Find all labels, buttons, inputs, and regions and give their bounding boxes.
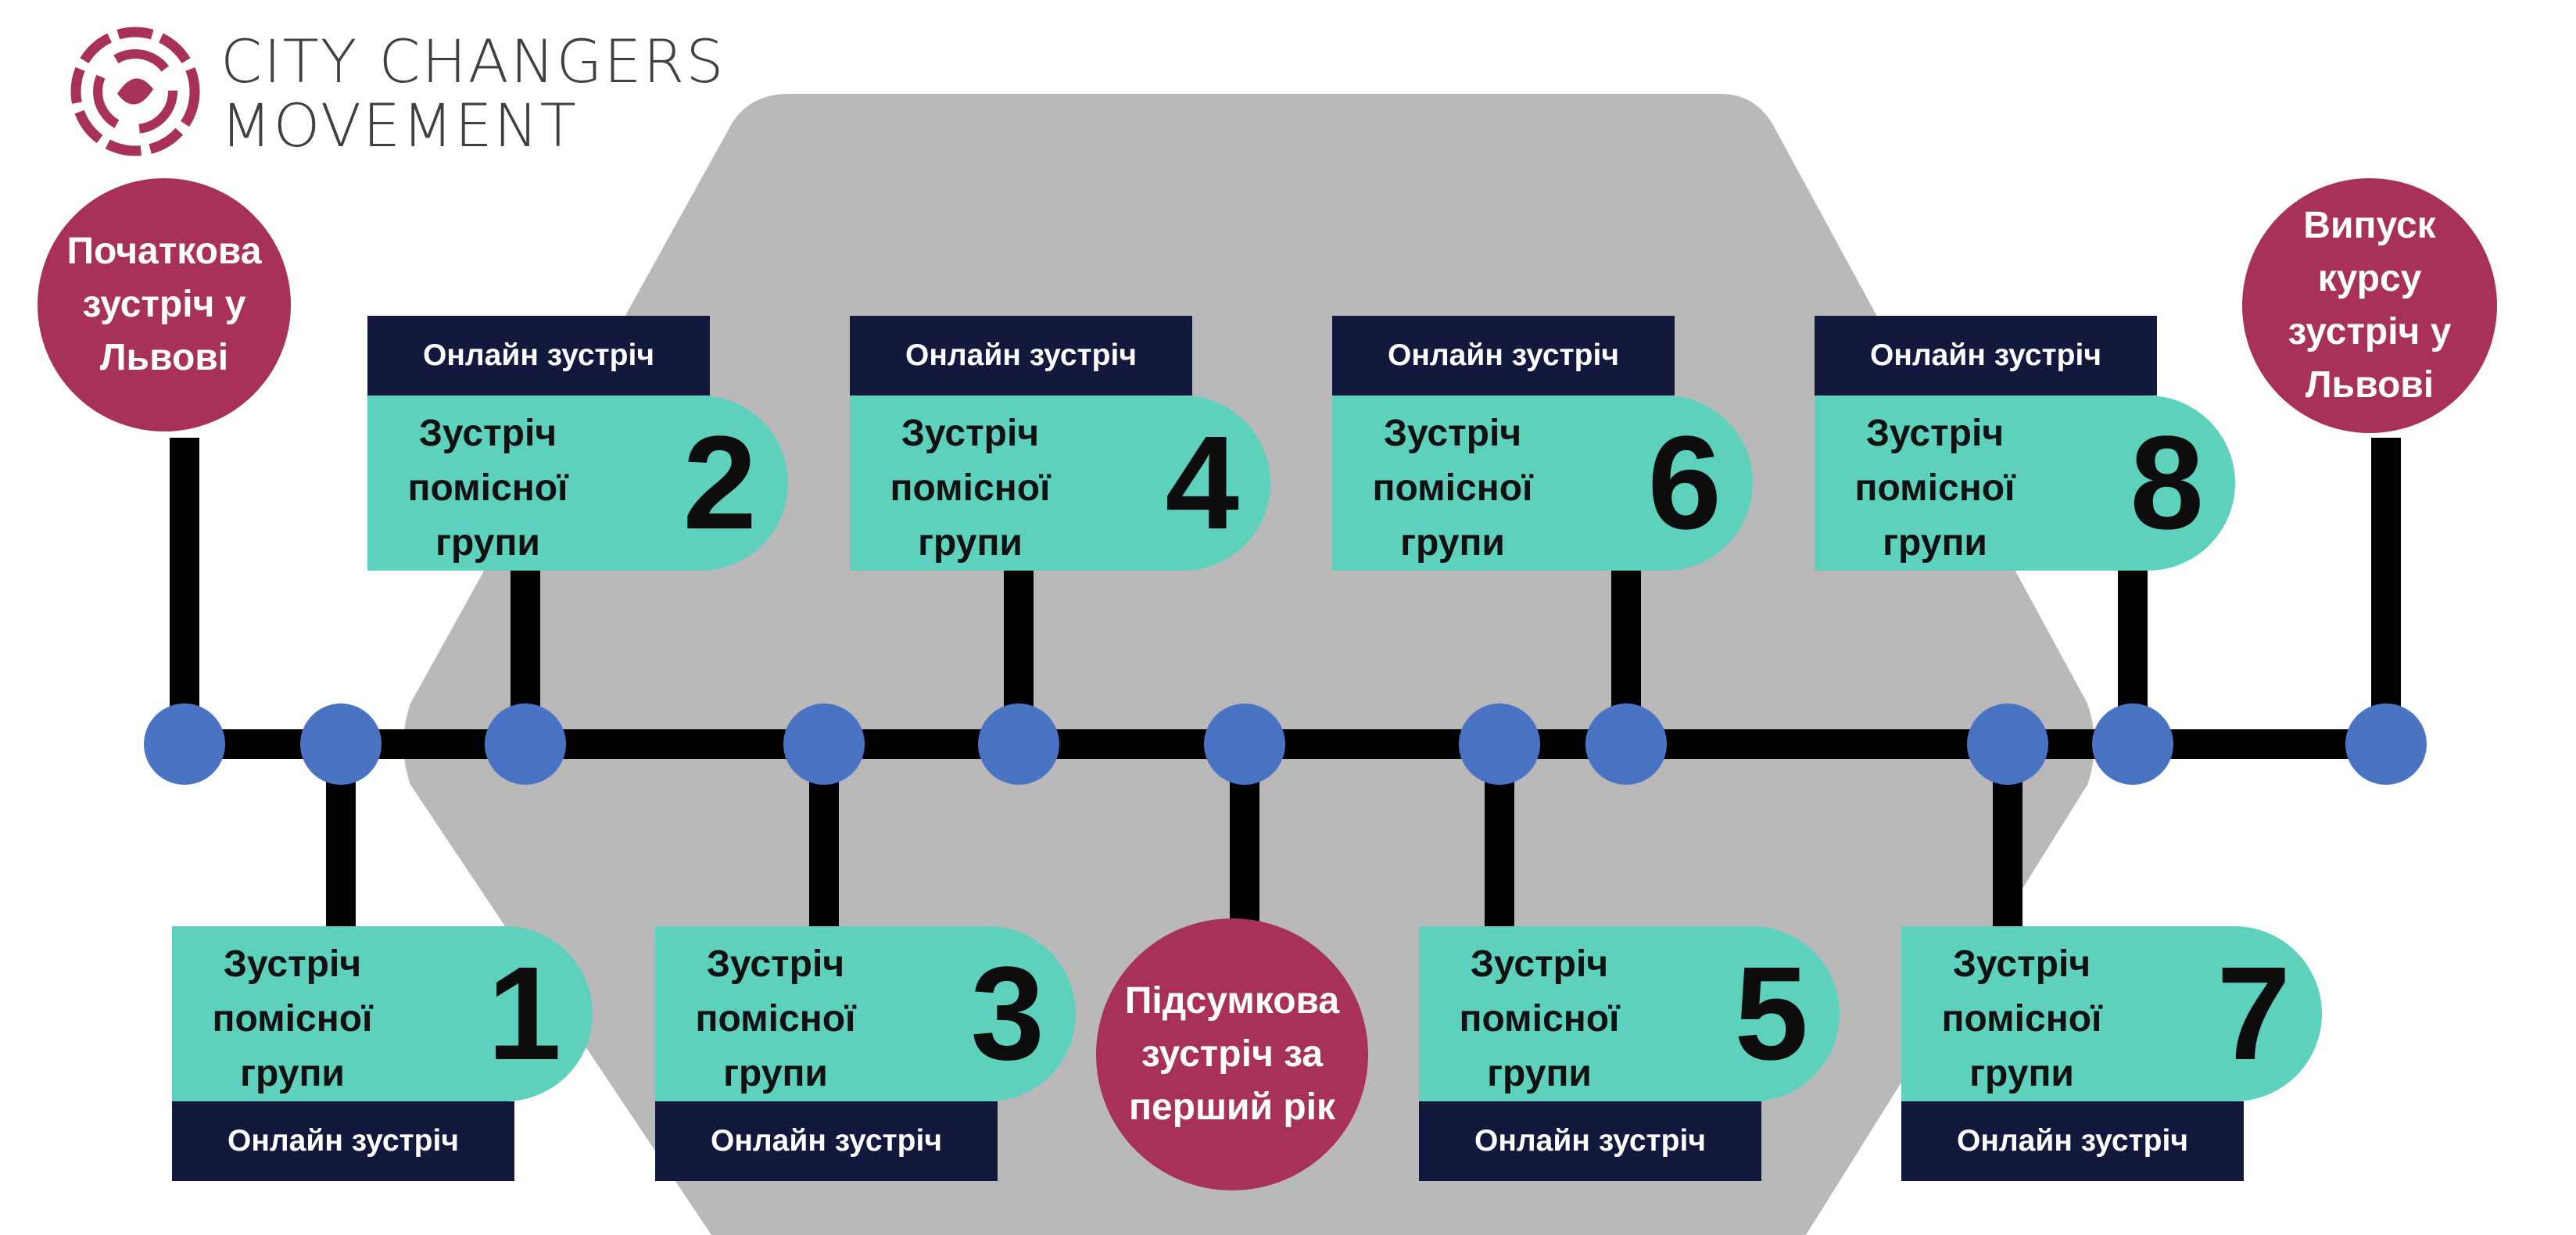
online-tag-label: Онлайн зустріч [905, 338, 1137, 372]
timeline-dot-end [2345, 703, 2427, 785]
online-tag-label: Онлайн зустріч [1957, 1124, 2188, 1158]
online-tag-5: Онлайн зустріч [1419, 1101, 1761, 1181]
online-tag-4: Онлайн зустріч [850, 316, 1192, 396]
online-tag-8: Онлайн зустріч [1815, 316, 2157, 396]
summary-meeting-circle: Підсумкова зустріч за перший рік [1096, 918, 1368, 1190]
start-meeting-label: Початкова зустріч у Львові [66, 231, 262, 378]
meeting-number: 6 [1647, 409, 1722, 557]
timeline-dot-8 [2092, 703, 2173, 785]
online-tag-2: Онлайн зустріч [367, 316, 710, 396]
meeting-number: 4 [1165, 409, 1239, 557]
timeline-dot-summary [1204, 703, 1285, 785]
online-tag-label: Онлайн зустріч [711, 1124, 942, 1158]
timeline-dot-1 [300, 703, 382, 785]
online-tag-7: Онлайн зустріч [1901, 1101, 2244, 1181]
graduation-meeting-label: Випуск курсу зустріч у Львові [2288, 205, 2452, 406]
logo-icon [70, 27, 200, 156]
logo-line-2: MOVEMENT [220, 91, 578, 160]
meeting-number: 3 [970, 940, 1044, 1088]
meeting-number: 7 [2216, 940, 2291, 1088]
online-tag-label: Онлайн зустріч [423, 338, 654, 372]
online-tag-label: Онлайн зустріч [1870, 338, 2101, 372]
timeline-dot-4 [978, 703, 1059, 785]
timeline-dot-5 [1459, 703, 1540, 785]
online-tag-label: Онлайн зустріч [1474, 1124, 1706, 1158]
meeting-number: 1 [487, 940, 561, 1088]
logo-wordmark: CITY CHANGERS MOVEMENT [220, 30, 726, 158]
graduation-meeting-circle: Випуск курсу зустріч у Львові [2242, 178, 2497, 433]
online-tag-label: Онлайн зустріч [1388, 338, 1619, 372]
summary-meeting-label: Підсумкова зустріч за перший рік [1124, 980, 1340, 1128]
timeline-dot-2 [485, 703, 566, 785]
online-tag-label: Онлайн зустріч [228, 1124, 459, 1158]
meeting-number: 5 [1734, 940, 1808, 1088]
timeline-dot-6 [1585, 703, 1667, 785]
timeline-dot-7 [1967, 703, 2048, 785]
online-tag-3: Онлайн зустріч [655, 1101, 998, 1181]
timeline-dot-3 [783, 703, 865, 785]
meeting-number: 8 [2130, 409, 2204, 557]
timeline-dot-start [144, 703, 225, 785]
start-meeting-circle: Початкова зустріч у Львові [38, 178, 291, 431]
meeting-number: 2 [683, 409, 757, 557]
online-tag-6: Онлайн зустріч [1332, 316, 1675, 396]
online-tag-1: Онлайн зустріч [172, 1101, 514, 1181]
logo-line-1: CITY CHANGERS [220, 27, 726, 96]
